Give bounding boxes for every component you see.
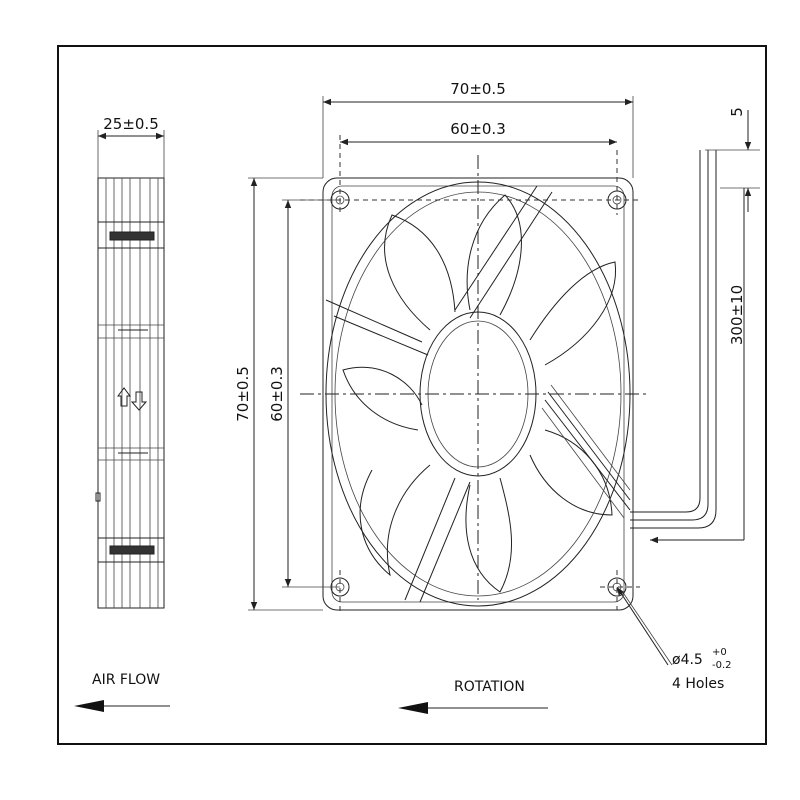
drawing-border	[57, 45, 767, 745]
up-down-arrow-icon	[117, 387, 148, 411]
side-width-label: 25±0.5	[103, 115, 159, 133]
lead-wires: 5 300±10	[630, 107, 760, 544]
hole-callout: ø4.5 +0 -0.2 4 Holes	[616, 586, 732, 692]
outer-width-label: 70±0.5	[450, 80, 506, 98]
hole-tolerance-lower: -0.2	[712, 660, 732, 671]
frame-spokes	[325, 185, 631, 603]
hole-count-label: 4 Holes	[672, 676, 724, 692]
rotation-indicator: ROTATION	[398, 679, 548, 714]
air-flow-indicator: AIR FLOW	[74, 672, 170, 712]
left-arrow-icon	[398, 702, 548, 714]
fan-blades	[342, 194, 617, 593]
lead-offset-label: 5	[728, 107, 746, 117]
hole-spacing-h-label: 60±0.3	[450, 120, 506, 138]
air-flow-label: AIR FLOW	[92, 672, 160, 688]
rotation-label: ROTATION	[454, 679, 525, 695]
hole-tolerance-upper: +0	[712, 647, 727, 658]
left-arrow-icon	[74, 700, 170, 712]
lead-length-label: 300±10	[728, 285, 746, 345]
front-view: 70±0.5 60±0.3 70±0.5 60±0.3	[234, 80, 650, 612]
outer-height-label: 70±0.5	[234, 366, 252, 422]
hole-diameter-label: ø4.5	[672, 652, 703, 668]
side-view: 25±0.5	[95, 115, 165, 609]
hole-spacing-v-label: 60±0.3	[268, 366, 286, 422]
